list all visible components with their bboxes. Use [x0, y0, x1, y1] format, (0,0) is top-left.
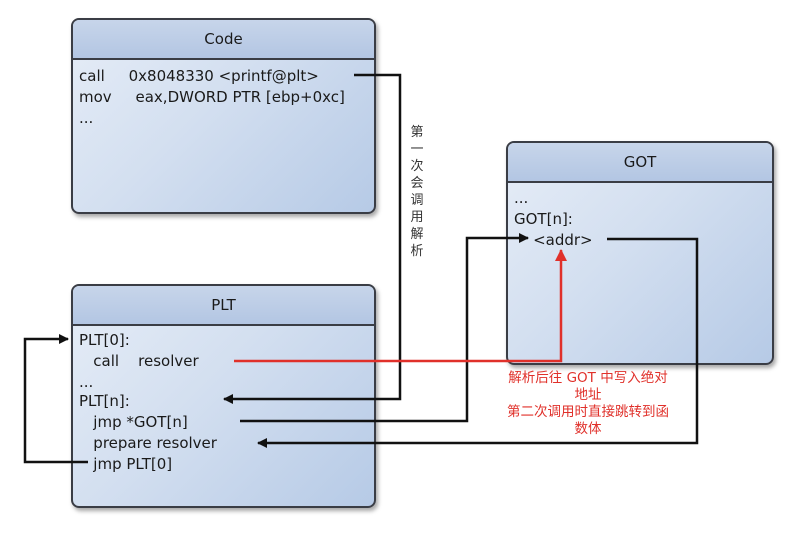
code-line-mov: mov eax,DWORD PTR [ebp+0xc]	[79, 88, 345, 106]
got-box-title: GOT	[508, 143, 772, 183]
plt-line-call-resolver: call resolver	[79, 352, 199, 370]
plt-line-ellipsis: ...	[79, 373, 94, 391]
plt-box-title: PLT	[73, 286, 374, 326]
code-box-title: Code	[73, 20, 374, 60]
arrow-code-to-pltn	[223, 73, 402, 404]
arrow-resolver-writes-got	[234, 249, 567, 363]
got-box: GOT ... GOT[n]: <addr>	[506, 141, 774, 365]
arrow-addr-to-prepare-resolver	[257, 237, 699, 448]
plt-line-prepare-resolver: prepare resolver	[79, 434, 217, 452]
arrow-jmp-plt0-to-plt0	[23, 334, 88, 464]
code-line-ellipsis: ...	[79, 109, 94, 127]
got-line-addr: <addr>	[514, 231, 593, 249]
plt-line-jmp-plt0: jmp PLT[0]	[79, 455, 173, 473]
code-box: Code call 0x8048330 <printf@plt> mov eax…	[71, 18, 376, 214]
plt-line-jmp-got: jmp *GOT[n]	[79, 413, 188, 431]
resolver-note: 解析后往 GOT 中写入绝对 地址 第二次调用时直接跳转到函 数体	[470, 370, 706, 438]
note-line-1: 解析后往 GOT 中写入绝对	[508, 370, 668, 386]
code-line-call: call 0x8048330 <printf@plt>	[79, 67, 319, 85]
note-line-2: 地址	[574, 387, 602, 403]
got-line-ellipsis: ...	[514, 189, 529, 207]
note-line-4: 数体	[574, 421, 602, 437]
plt-line-plt0: PLT[0]:	[79, 331, 130, 349]
got-line-gotn: GOT[n]:	[514, 210, 573, 228]
first-call-label: 第一次会调用解析	[410, 125, 424, 259]
note-line-3: 第二次调用时直接跳转到函	[507, 404, 669, 420]
arrow-jmp-got-to-addr	[240, 233, 529, 423]
plt-line-pltn: PLT[n]:	[79, 392, 130, 410]
